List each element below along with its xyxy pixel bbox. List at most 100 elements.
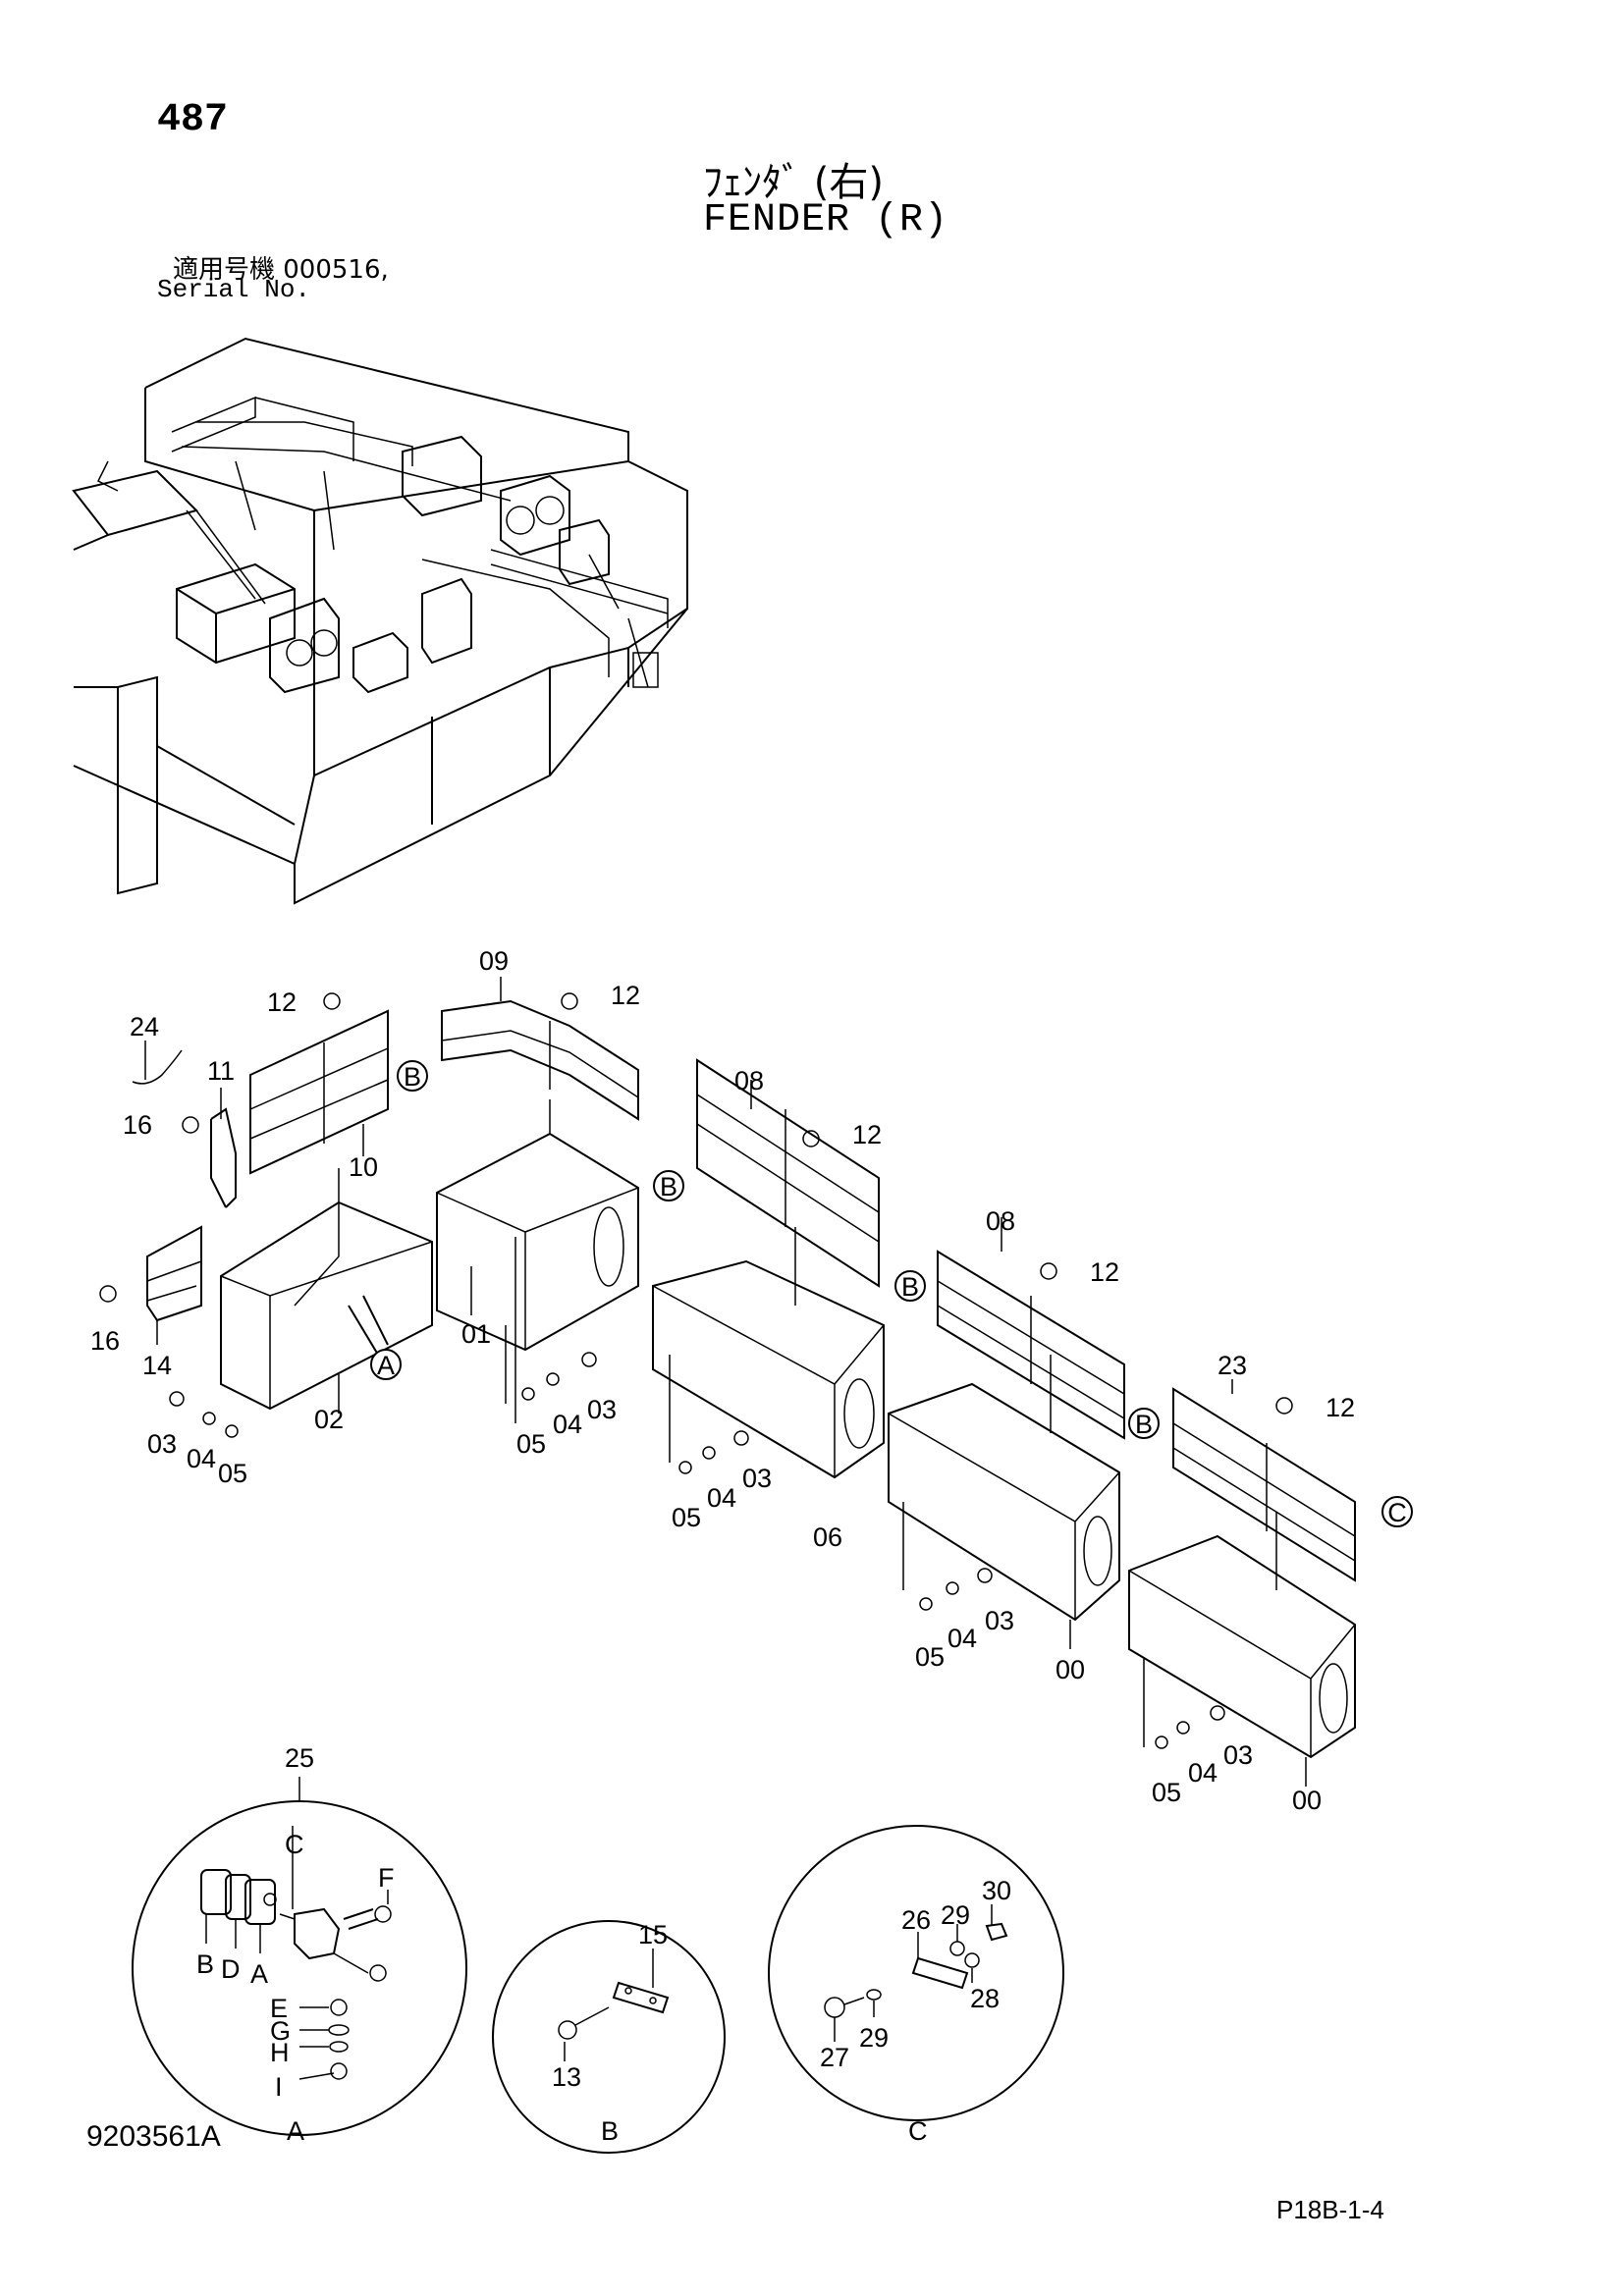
handrail-09 bbox=[441, 999, 639, 1121]
svg-text:I: I bbox=[275, 2072, 283, 2102]
callout: 26 bbox=[901, 1905, 931, 1935]
detail-reference-c: C bbox=[1381, 1496, 1413, 1527]
callout: 12 bbox=[267, 988, 297, 1017]
callout: 09 bbox=[479, 946, 509, 976]
serial-label-japanese: 適用号機 000516, bbox=[173, 255, 389, 285]
detail-reference-b-2: B bbox=[653, 1170, 684, 1201]
callout: 28 bbox=[970, 1984, 1000, 2013]
callout: 04 bbox=[947, 1624, 977, 1653]
handrail-23 bbox=[1172, 1387, 1356, 1582]
callout: 05 bbox=[1152, 1778, 1181, 1807]
callout: 04 bbox=[1188, 1758, 1218, 1788]
fender-frame-02 bbox=[220, 1201, 433, 1411]
title-japanese: ﾌｪﾝﾀﾞ (右) bbox=[703, 160, 884, 205]
handrail-08-second bbox=[937, 1250, 1125, 1440]
callout: 03 bbox=[147, 1429, 177, 1459]
svg-text:D: D bbox=[221, 1954, 241, 1984]
callout: 12 bbox=[611, 981, 640, 1010]
callout: 25 bbox=[285, 1743, 314, 1773]
callout: 06 bbox=[813, 1522, 842, 1552]
callout: 00 bbox=[1056, 1655, 1085, 1684]
svg-text:A: A bbox=[250, 1959, 268, 1989]
document-number: 9203561A bbox=[86, 2120, 221, 2153]
callout: 05 bbox=[915, 1642, 945, 1672]
machine-overview-illustration bbox=[72, 337, 688, 905]
svg-text:E: E bbox=[270, 1994, 288, 2023]
svg-text:F: F bbox=[378, 1863, 395, 1893]
svg-text:C: C bbox=[908, 2116, 928, 2146]
callout: 14 bbox=[142, 1351, 172, 1380]
handrail-10 bbox=[249, 1009, 389, 1175]
callout: 03 bbox=[985, 1606, 1014, 1635]
detail-view-c: 30 29 26 28 27 29 C bbox=[768, 1825, 1064, 2146]
bolt-washer-group-3 bbox=[678, 1430, 749, 1474]
svg-text:B: B bbox=[660, 1172, 677, 1201]
bolt-washer-group-5 bbox=[1155, 1705, 1225, 1749]
svg-text:B: B bbox=[901, 1272, 919, 1302]
page-reference: P18B-1-4 bbox=[1276, 2195, 1384, 2224]
fender-frame-00-second bbox=[1128, 1534, 1356, 1759]
title-english: FENDER (R) bbox=[703, 198, 949, 242]
callout: 27 bbox=[820, 2043, 849, 2072]
svg-text:B: B bbox=[601, 2116, 619, 2146]
callout: 03 bbox=[1223, 1740, 1253, 1770]
bolt-washer-group-1 bbox=[169, 1391, 239, 1438]
callout: 00 bbox=[1292, 1786, 1322, 1815]
step-ladder-14 bbox=[146, 1225, 202, 1322]
detail-reference-b-1: B bbox=[397, 1060, 428, 1092]
callout: 12 bbox=[1090, 1257, 1119, 1287]
callout: 12 bbox=[852, 1120, 882, 1149]
svg-text:B: B bbox=[1135, 1410, 1153, 1439]
callout: 04 bbox=[707, 1483, 736, 1513]
callout: 08 bbox=[986, 1206, 1015, 1236]
svg-text:C: C bbox=[285, 1830, 304, 1859]
fender-frame-01 bbox=[436, 1132, 639, 1352]
handrail-08-first bbox=[696, 1058, 880, 1288]
callout: 03 bbox=[587, 1395, 617, 1424]
fender-frame-06 bbox=[652, 1259, 885, 1479]
bolt-washer-group-2 bbox=[521, 1352, 597, 1401]
detail-view-a: 25 C F B D A E G H I A bbox=[132, 1743, 467, 2146]
svg-text:H: H bbox=[270, 2038, 290, 2067]
cable-24 bbox=[132, 1049, 183, 1085]
part-callouts: 24 11 16 12 10 09 12 08 12 08 12 23 12 1… bbox=[90, 946, 1355, 1815]
svg-text:A: A bbox=[287, 2116, 304, 2146]
callout: 04 bbox=[187, 1444, 216, 1473]
callout: 29 bbox=[941, 1900, 970, 1930]
svg-text:G: G bbox=[270, 2016, 291, 2046]
callout: 01 bbox=[461, 1319, 491, 1349]
svg-text:C: C bbox=[1387, 1498, 1407, 1527]
callout: 16 bbox=[123, 1110, 152, 1140]
callout: 05 bbox=[672, 1503, 701, 1532]
serial-label-english: Serial No. bbox=[157, 275, 311, 304]
callout: 10 bbox=[349, 1152, 378, 1182]
svg-text:B: B bbox=[404, 1062, 421, 1092]
svg-text:A: A bbox=[377, 1351, 395, 1380]
callout: 29 bbox=[859, 2023, 889, 2053]
callout: 03 bbox=[742, 1464, 772, 1493]
detail-reference-b-3: B bbox=[894, 1270, 926, 1302]
callout: 08 bbox=[734, 1066, 764, 1095]
callout: 12 bbox=[1326, 1393, 1355, 1422]
page-number: 487 bbox=[157, 98, 229, 142]
callout: 02 bbox=[314, 1405, 344, 1434]
detail-reference-a: A bbox=[370, 1349, 402, 1380]
callout: 23 bbox=[1218, 1351, 1247, 1380]
callout: 24 bbox=[130, 1012, 159, 1041]
callout: 16 bbox=[90, 1326, 120, 1356]
detail-view-b: 15 13 B bbox=[492, 1920, 726, 2154]
fender-frame-00-first bbox=[888, 1382, 1120, 1622]
bolt-washer-group-4 bbox=[919, 1568, 993, 1611]
callout: 11 bbox=[207, 1056, 235, 1086]
callout: 05 bbox=[218, 1459, 247, 1488]
callout: 05 bbox=[516, 1429, 546, 1459]
exploded-parts-view bbox=[99, 977, 1356, 1787]
callout: 04 bbox=[553, 1410, 582, 1439]
callout: 30 bbox=[982, 1876, 1011, 1905]
svg-text:B: B bbox=[196, 1949, 214, 1979]
callout: 13 bbox=[552, 2062, 581, 2092]
handrail-11 bbox=[210, 1107, 237, 1208]
detail-reference-b-4: B bbox=[1128, 1408, 1160, 1439]
callout: 15 bbox=[638, 1920, 668, 1949]
